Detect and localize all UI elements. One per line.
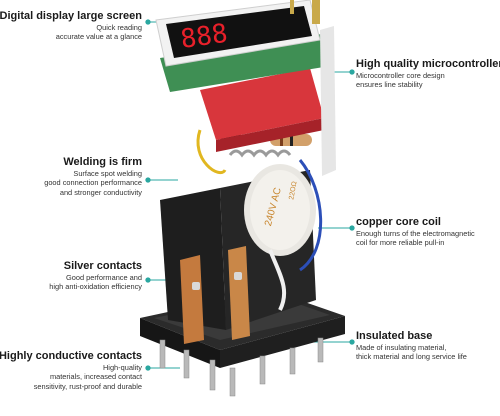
contact-pins [159,337,324,397]
annotation-silver-line: Good performance and [65,273,142,282]
annotation-welding-line: good connection performance [44,178,142,188]
digital-display: 888 [155,0,321,67]
blue-wire [298,159,323,272]
annotation-display-line: Quick reading [96,23,142,32]
annotation-copper: copper core coil Enough turns of the ele… [356,216,475,248]
annotation-silver: Silver contacts Good performance and hig… [49,260,142,292]
annotation-welding-title: Welding is firm [63,156,142,168]
annotation-conductive-title: Highly conductive contacts [0,350,142,362]
annotation-copper-line: Enough turns of the electromagnetic [356,229,475,238]
yellow-wire [196,129,227,174]
annotation-conductive-line: High-quality [102,363,142,372]
silver-contacts [180,246,250,344]
display-digits: 888 [179,19,230,55]
annotation-microcontroller-title: High quality microcontroller [356,58,500,70]
annotation-conductive-line: sensitivity, rust-proof and durable [33,381,142,391]
annotation-silver-line: high anti-oxidation efficiency [49,282,142,292]
annotation-insulated-line: thick material and long service life [356,352,467,362]
annotation-microcontroller-line: ensures line stability [356,80,423,90]
annotation-welding-line: and stronger conductivity [59,187,142,197]
annotation-insulated-line: Made of insulating material, [356,343,447,352]
side-bracket [320,26,336,176]
annotation-microcontroller: High quality microcontroller Microcontro… [356,58,500,90]
coil-label-2: 22OΩ [288,181,298,200]
spring [228,149,292,158]
annotation-insulated-title: Insulated base [356,330,433,342]
annotation-copper-line: coil for more reliable pull-in [356,238,445,248]
annotation-welding: Welding is firm Surface spot welding goo… [44,156,142,197]
annotation-display: Digital display large screen Quick readi… [0,10,142,42]
annotation-copper-title: copper core coil [356,216,441,228]
white-wire [268,249,287,311]
annotation-welding-line: Surface spot welding [73,169,142,178]
pcb-board [160,34,330,92]
relay-illustration: 240V AC 22OΩ 888 [140,0,345,397]
annotation-insulated: Insulated base Made of insulating materi… [356,330,467,362]
annotation-silver-title: Silver contacts [63,260,142,272]
annotation-microcontroller-line: Microcontroller core design [356,71,445,80]
annotation-conductive-line: materials, increased contact [49,372,142,382]
microcontroller-module [200,68,324,152]
annotation-display-line: accurate value at a glance [55,32,142,42]
annotation-display-title: Digital display large screen [0,10,142,22]
annotation-conductive: Highly conductive contacts High-quality … [0,350,142,391]
copper-core-coil: 240V AC 22OΩ [244,164,316,256]
top-screw [312,0,320,24]
